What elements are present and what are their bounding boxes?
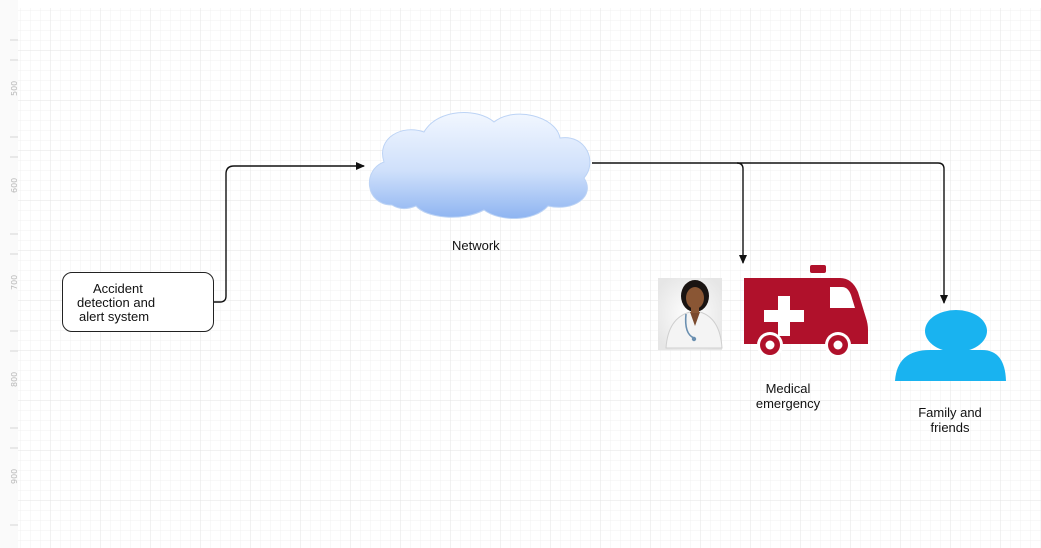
label-line: Accident [93,281,143,296]
label-line: emergency [755,396,821,411]
ambulance-icon [744,265,868,358]
ruler-mark: 800 [10,371,19,387]
cloud-icon [369,112,591,220]
node-medical-label: Medical emergency [745,381,831,411]
ruler-ticks [10,39,18,526]
node-family-label: Family and friends [905,405,995,435]
node-accident-detection[interactable]: Accident detection and alert system [62,272,214,332]
doctor-icon [658,278,723,350]
node-network-label: Network [452,238,500,253]
ruler-mark: 600 [10,177,19,193]
edge-network-to-family [737,162,948,304]
edge-accident-to-network [214,162,365,303]
ruler-mark: 900 [10,468,19,484]
label-line: Family and [918,405,982,420]
label-line: Medical [765,381,811,396]
node-accident-label: Accident detection and alert system [63,282,213,324]
label-line: alert system [79,309,150,324]
person-icon [895,310,1006,381]
label-line: detection and [77,295,156,310]
ruler-mark: 700 [10,274,19,290]
label-line: friends [930,420,970,435]
ruler-mark: 500 [10,80,19,96]
